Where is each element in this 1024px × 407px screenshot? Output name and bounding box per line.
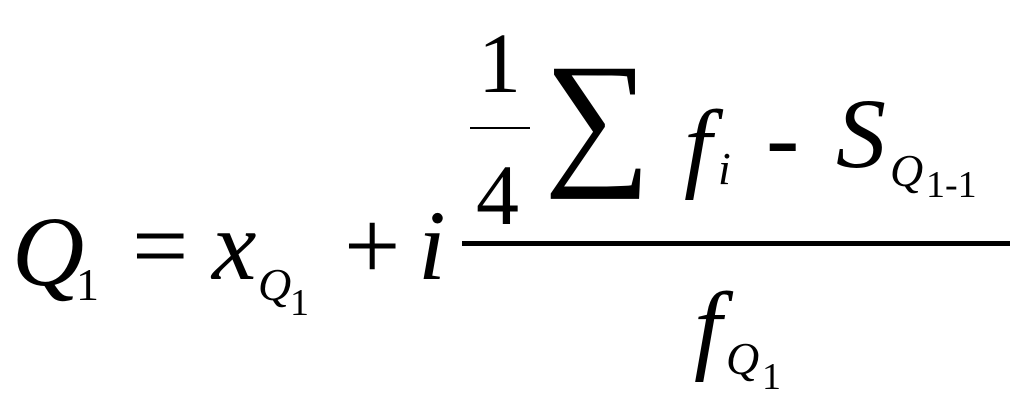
x-subscript-q: Q — [258, 259, 292, 310]
x-symbol: x — [212, 190, 257, 301]
minus-sign: - — [766, 82, 800, 193]
summand-f: f — [684, 90, 712, 201]
main-fraction-bar — [462, 241, 1010, 246]
denominator-subscript-q: Q — [726, 333, 760, 384]
equals-sign: = — [132, 190, 189, 301]
cumulative-sub-subscript: 1-1 — [926, 164, 977, 206]
coefficient-fraction-bar — [470, 127, 530, 129]
cumulative-subscript-q: Q — [890, 145, 924, 196]
summand-subscript-i: i — [718, 143, 731, 194]
cumulative-s: S — [836, 78, 886, 189]
lhs-q-symbol: Q — [12, 196, 85, 307]
denominator-f: f — [694, 272, 722, 383]
sum-icon: ∑ — [544, 34, 651, 200]
coefficient-denominator: 4 — [476, 147, 519, 243]
interval-i: i — [418, 190, 446, 301]
lhs-q-subscript: 1 — [76, 259, 99, 310]
denominator-sub-subscript: 1 — [762, 356, 781, 398]
plus-sign: + — [344, 190, 401, 301]
coefficient-numerator: 1 — [478, 15, 521, 111]
x-sub-subscript: 1 — [290, 282, 309, 324]
